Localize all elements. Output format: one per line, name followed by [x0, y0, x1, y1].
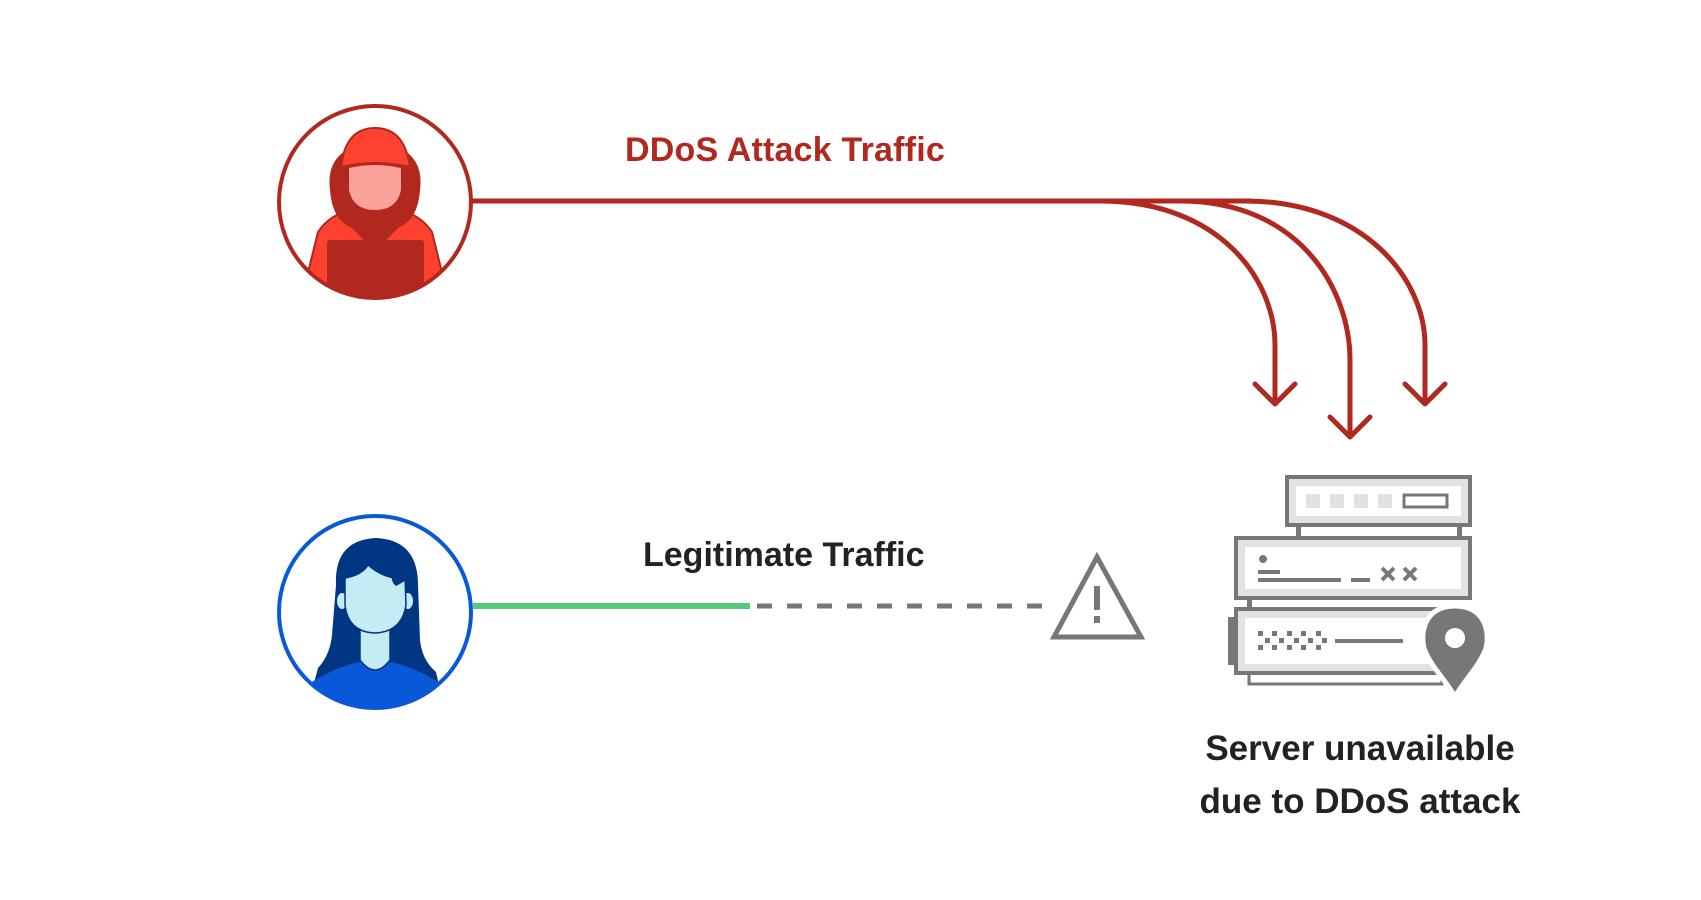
- server-caption-line-2: due to DDoS attack: [1199, 782, 1521, 821]
- server-unit-middle: [1234, 536, 1472, 608]
- map-pin-icon: [1420, 603, 1490, 703]
- legitimate-traffic-label: Legitimate Traffic: [643, 536, 925, 574]
- attack-arrow-2: [1177, 198, 1353, 439]
- server-unit-bottom: [1228, 607, 1446, 686]
- attack-traffic-label: DDoS Attack Traffic: [625, 131, 945, 169]
- attack-arrowhead-3: [1402, 381, 1448, 407]
- attacker-avatar: [277, 104, 473, 300]
- server-unit-top: [1285, 475, 1472, 537]
- attack-arrowhead-2: [1327, 414, 1373, 440]
- attack-arrow-3: [1242, 198, 1428, 406]
- server-status-caption: Server unavailable due to DDoS attack: [1160, 722, 1560, 828]
- warning-triangle-icon: [1049, 551, 1146, 640]
- attack-arrowhead-1: [1252, 381, 1298, 407]
- hooded-hacker-icon: [298, 126, 452, 298]
- attack-traffic-lines: [470, 198, 1448, 440]
- attack-arrow-1: [1097, 198, 1278, 406]
- server-caption-line-1: Server unavailable: [1205, 729, 1515, 768]
- server-stack-icon: [1228, 475, 1490, 703]
- user-avatar: [277, 514, 473, 710]
- user-ring: [277, 514, 473, 710]
